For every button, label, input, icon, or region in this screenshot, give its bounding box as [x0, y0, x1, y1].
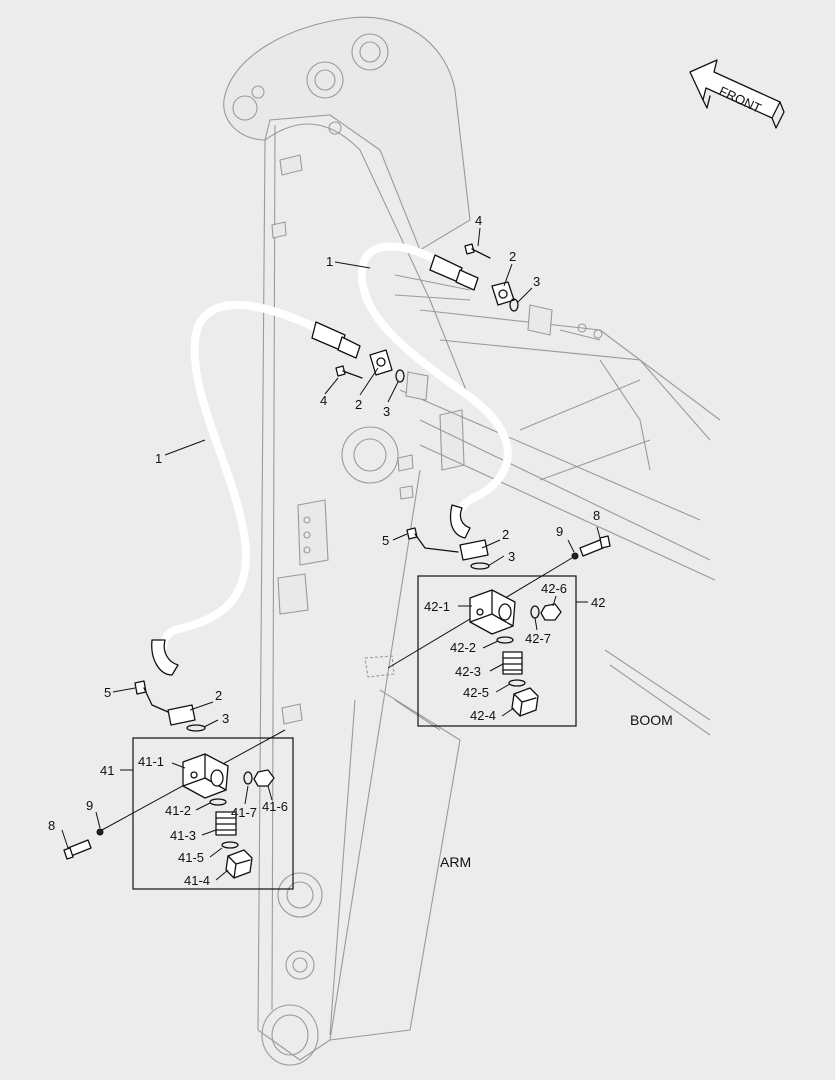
callout-42-5: 42-5	[463, 685, 489, 700]
callout-hose-upper: 1	[326, 254, 333, 269]
flange-top-right	[491, 281, 515, 306]
callout-41-4: 41-4	[184, 873, 210, 888]
callout-flange-d: 2	[215, 688, 222, 703]
bolt-top-right	[464, 243, 491, 259]
callout-oring-d: 3	[222, 711, 229, 726]
callout-41-3: 41-3	[170, 828, 196, 843]
callout-41-6: 41-6	[262, 799, 288, 814]
callout-flange-a: 2	[509, 249, 516, 264]
bolt-right-long	[579, 535, 611, 557]
callout-bolt-b: 4	[320, 393, 327, 408]
callout-42-3: 42-3	[455, 664, 481, 679]
plug-41-6	[253, 769, 275, 787]
callout-oring-c: 3	[508, 549, 515, 564]
adapter-42-3	[502, 651, 523, 675]
valve-block-42	[469, 589, 516, 635]
leader-lines	[61, 227, 601, 881]
assembly-41-box	[132, 737, 294, 890]
flange-mid-left	[167, 704, 196, 726]
bolt-mid-left	[134, 680, 169, 713]
callout-washer-b: 9	[86, 798, 93, 813]
assembly-42-box	[417, 575, 577, 727]
boom-structure	[364, 309, 721, 736]
callout-bolt-c: 5	[382, 533, 389, 548]
oring-top-left	[395, 369, 405, 383]
oring-mid-left	[186, 724, 206, 732]
callout-oring-b: 3	[383, 404, 390, 419]
oring-top-right	[509, 298, 519, 312]
callout-42-1: 42-1	[424, 599, 450, 614]
hose-upper	[357, 242, 512, 539]
oring-42-5	[508, 679, 526, 687]
oring-41-5	[221, 841, 239, 849]
callout-41-5: 41-5	[178, 850, 204, 865]
oring-41-7	[243, 771, 253, 785]
region-label-boom: BOOM	[630, 712, 673, 728]
callout-bolt-e: 8	[593, 508, 600, 523]
valve-block-41	[182, 753, 229, 799]
bolt-top-left	[335, 365, 363, 379]
oring-42-2	[496, 636, 514, 644]
arm-structure	[223, 16, 471, 1066]
callout-42-4: 42-4	[470, 708, 496, 723]
callout-hose-lower: 1	[155, 451, 162, 466]
callout-bolt-a: 4	[475, 213, 482, 228]
washer-right	[571, 552, 579, 560]
bolt-mid-right	[406, 527, 459, 553]
callout-oring-a: 3	[533, 274, 540, 289]
callout-41-1: 41-1	[138, 754, 164, 769]
oring-42-7	[530, 605, 540, 619]
callout-washer-a: 9	[556, 524, 563, 539]
callout-labels: 1 1 2 2 2 2 3 3 3 3 4 4 5 5 8 8 9 9 41 4…	[48, 213, 673, 888]
callout-41-7: 41-7	[231, 805, 257, 820]
hose-lower	[151, 301, 361, 676]
washer-left	[96, 828, 104, 836]
callout-42-6: 42-6	[541, 581, 567, 596]
callout-42-2: 42-2	[450, 640, 476, 655]
flange-mid-right	[459, 539, 489, 561]
adapter-41-3	[215, 811, 237, 836]
front-direction-arrow: FRONT	[689, 59, 785, 129]
oring-41-2	[209, 798, 227, 806]
callout-bolt-d: 5	[104, 685, 111, 700]
callout-bolt-f: 8	[48, 818, 55, 833]
hose-clamps	[394, 274, 553, 401]
callout-assy-42: 42	[591, 595, 605, 610]
callout-flange-c: 2	[502, 527, 509, 542]
callout-assy-41: 41	[100, 763, 114, 778]
flange-top-left	[369, 349, 393, 376]
plug-42-6	[540, 603, 562, 621]
callout-42-7: 42-7	[525, 631, 551, 646]
callout-41-2: 41-2	[165, 803, 191, 818]
nut-42-4	[511, 687, 539, 717]
callout-flange-b: 2	[355, 397, 362, 412]
nut-41-4	[225, 849, 253, 879]
oring-mid-right	[470, 562, 490, 570]
bolt-left-long	[63, 839, 92, 860]
region-label-arm: ARM	[440, 854, 471, 870]
